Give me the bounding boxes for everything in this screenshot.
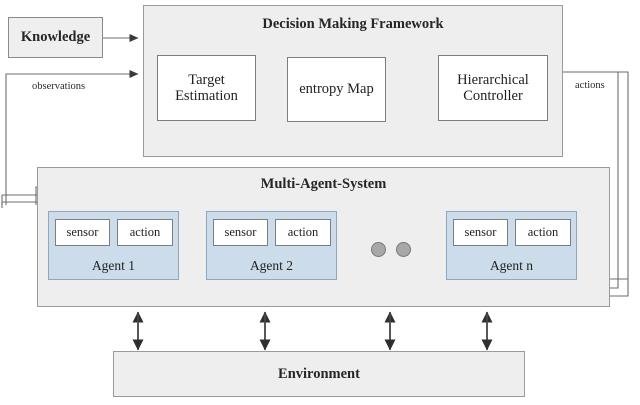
observations-label: observations bbox=[32, 81, 86, 92]
agent-2-action-label: action bbox=[287, 225, 319, 239]
agent-2-name: Agent 2 bbox=[249, 258, 294, 273]
framework-title: Decision Making Framework bbox=[262, 16, 444, 32]
agent-n-sensor-label: sensor bbox=[464, 225, 497, 239]
wires-mas-environment bbox=[132, 311, 493, 351]
knowledge-box: Knowledge bbox=[8, 17, 103, 58]
agent-1: sensor action Agent 1 bbox=[48, 211, 179, 280]
agent-2-action: action bbox=[275, 219, 331, 246]
agent-2: sensor action Agent 2 bbox=[206, 211, 337, 280]
target-estimation-line2: Estimation bbox=[175, 88, 238, 104]
agent-n-name: Agent n bbox=[489, 258, 534, 273]
agent-2-sensor-label: sensor bbox=[224, 225, 257, 239]
framework-node-target-estimation: Target Estimation bbox=[157, 55, 256, 121]
framework-node-entropy-map: entropy Map bbox=[287, 57, 386, 122]
agent-n: sensor action Agent n bbox=[446, 211, 577, 280]
ellipsis-dot-1 bbox=[371, 242, 386, 257]
agent-1-sensor: sensor bbox=[55, 219, 110, 246]
mas-title: Multi-Agent-System bbox=[260, 176, 387, 192]
agent-2-sensor: sensor bbox=[213, 219, 268, 246]
agent-n-sensor: sensor bbox=[453, 219, 508, 246]
agent-n-action: action bbox=[515, 219, 571, 246]
knowledge-label: Knowledge bbox=[20, 29, 91, 45]
agent-n-action-label: action bbox=[527, 225, 559, 239]
wire-observations bbox=[5, 70, 139, 205]
framework-node-hierarchical-controller: Hierarchical Controller bbox=[438, 55, 548, 121]
hierarchical-controller-line1: Hierarchical bbox=[457, 71, 529, 88]
ellipsis-dot-2 bbox=[396, 242, 411, 257]
agent-1-sensor-label: sensor bbox=[66, 225, 99, 239]
entropy-map-label: entropy Map bbox=[299, 81, 374, 98]
agent-1-action-label: action bbox=[129, 225, 161, 239]
target-estimation-line1: Target bbox=[188, 71, 225, 88]
agent-1-name: Agent 1 bbox=[91, 258, 136, 273]
actions-label: actions bbox=[575, 80, 605, 91]
environment-box: Environment bbox=[113, 351, 525, 397]
agent-1-action: action bbox=[117, 219, 173, 246]
environment-label: Environment bbox=[278, 365, 360, 382]
hierarchical-controller-line2: Controller bbox=[463, 88, 523, 104]
